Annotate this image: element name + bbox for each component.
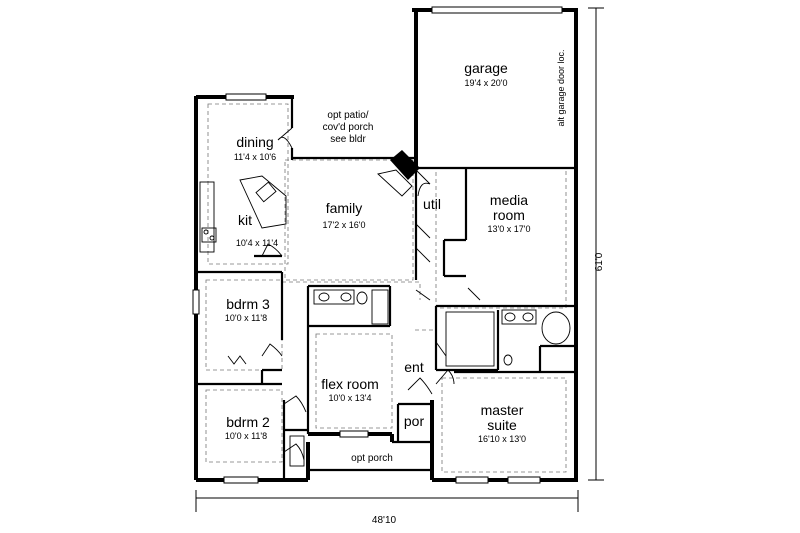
windows — [192, 6, 563, 484]
depth-dimension: 61'0 — [594, 252, 605, 271]
dining-dims: 11'4 x 10'6 — [234, 152, 276, 162]
interior-walls — [196, 97, 576, 480]
labels: garage 19'4 x 20'0 dining 11'4 x 10'6 ki… — [225, 49, 566, 464]
kit-name: kit — [238, 212, 252, 228]
bdrm3-dims: 10'0 x 11'8 — [225, 313, 267, 323]
bath-fixtures — [289, 289, 571, 467]
ent-name: ent — [404, 359, 424, 375]
kitchen-fixtures — [199, 175, 287, 253]
patio-note-1: opt patio/ — [327, 110, 368, 121]
bdrm2-name: bdrm 2 — [226, 414, 270, 430]
master-name-1: master — [481, 402, 524, 418]
garage-dims: 19'4 x 20'0 — [465, 78, 508, 88]
flex-name: flex room — [321, 376, 379, 392]
master-dims: 16'10 x 13'0 — [478, 434, 526, 444]
media-dims: 13'0 x 17'0 — [488, 224, 531, 234]
opt-porch-note: opt porch — [351, 453, 393, 464]
patio-note-3: see bldr — [330, 134, 366, 145]
garage-door-note: alt garage door loc. — [556, 49, 566, 126]
fireplace — [377, 150, 420, 197]
dimension-lines — [195, 7, 604, 512]
garage-name: garage — [464, 60, 508, 76]
bdrm3-name: bdrm 3 — [226, 296, 270, 312]
util-name: util — [423, 196, 441, 212]
dining-name: dining — [236, 134, 273, 150]
width-dimension: 48'10 — [372, 515, 397, 526]
media-name-2: room — [493, 207, 525, 223]
patio-note-2: cov'd porch — [323, 122, 374, 133]
family-name: family — [326, 200, 363, 216]
master-name-2: suite — [487, 417, 517, 433]
media-name-1: media — [490, 192, 528, 208]
flex-dims: 10'0 x 13'4 — [329, 393, 372, 403]
por-name: por — [404, 413, 425, 429]
kit-dims: 10'4 x 11'4 — [236, 238, 278, 248]
bdrm2-dims: 10'0 x 11'8 — [225, 431, 267, 441]
door-swings — [227, 127, 481, 461]
family-dims: 17'2 x 16'0 — [323, 220, 366, 230]
